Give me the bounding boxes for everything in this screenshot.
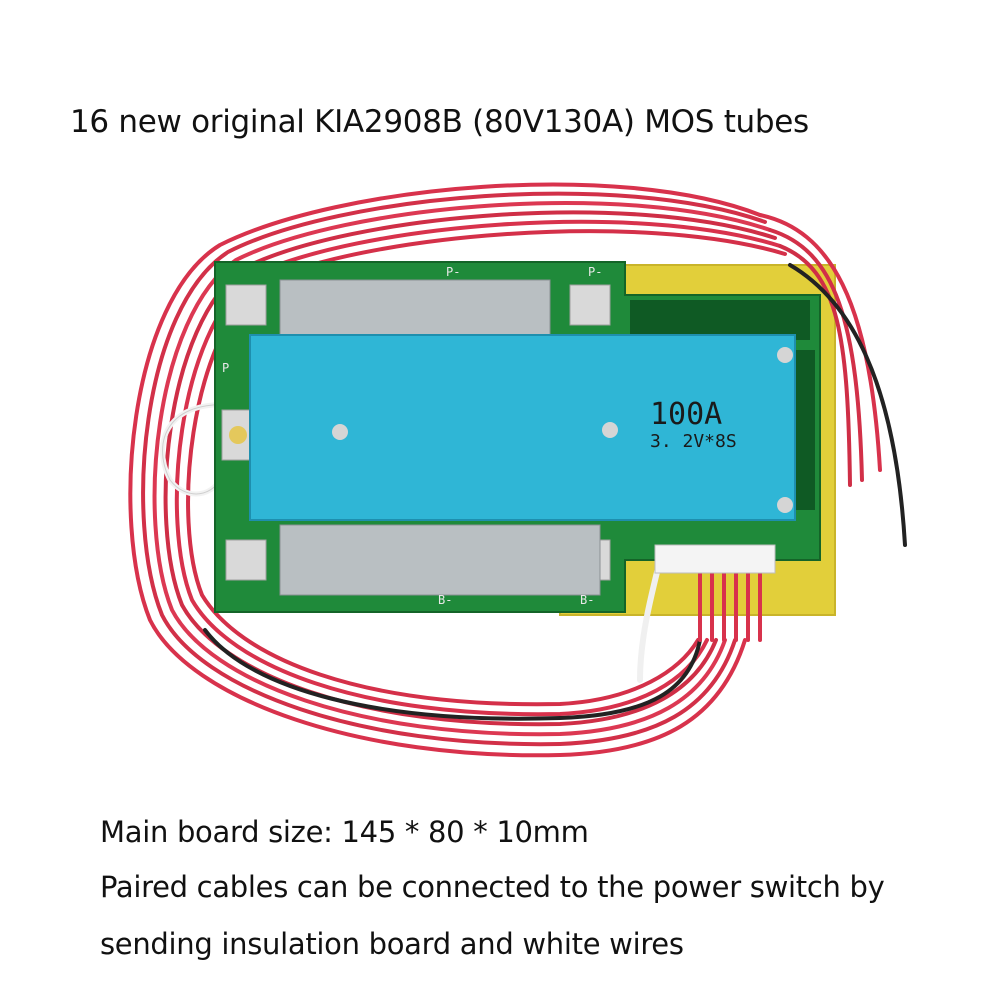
caption-board-size: Main board size: 145 * 80 * 10mm — [100, 815, 589, 849]
pad-label-p-top: P- — [588, 265, 602, 279]
caption-cables-line2: sending insulation board and white wires — [100, 927, 684, 961]
pad-label-b-bottom: B- — [580, 593, 594, 607]
pad-label-p-mid: P- — [446, 265, 460, 279]
rating-label: 100A — [650, 397, 722, 432]
pad-label-b-mid: B- — [438, 593, 452, 607]
balance-wires — [128, 182, 907, 758]
pad-label-p-left: P — [222, 361, 229, 375]
config-label: 3. 2V*8S — [650, 431, 737, 452]
mos-tubes-top — [279, 279, 551, 341]
mos-tubes-bottom — [279, 524, 601, 596]
balance-connector — [654, 544, 776, 574]
headline: 16 new original KIA2908B (80V130A) MOS t… — [70, 104, 809, 140]
caption-cables-line1: Paired cables can be connected to the po… — [100, 870, 885, 904]
bms-board-photo: P- B- B- P- P 100A 3. 2V*8S — [100, 160, 1000, 800]
